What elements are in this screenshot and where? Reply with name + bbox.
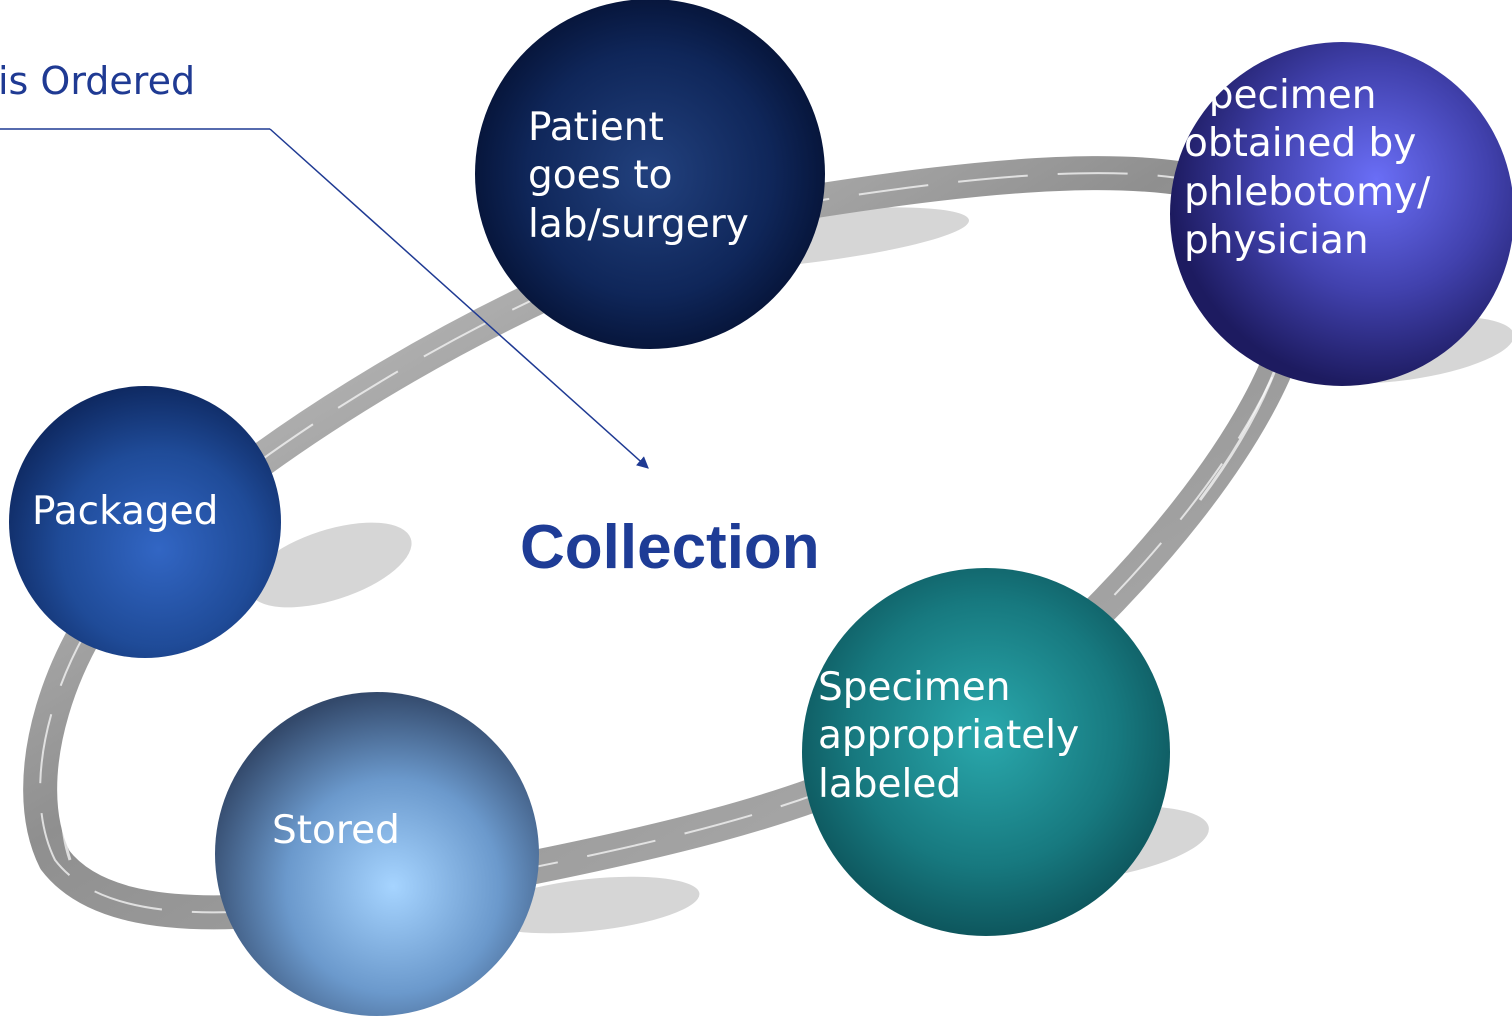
node-stored-circle [215, 692, 539, 1016]
ordered-connector [0, 128, 649, 469]
node-packaged-circle [9, 386, 281, 658]
test-ordered-label: is Ordered [0, 59, 196, 103]
node-packaged-label: Packaged [32, 489, 219, 534]
node-obtained-circle [1170, 42, 1512, 386]
node-patient-circle [475, 0, 825, 349]
node-labeled-label: Specimen appropriately labeled [818, 665, 1080, 807]
collection-title: Collection [520, 513, 820, 582]
node-obtained-label: Specimen obtained by phlebotomy/ physici… [1184, 73, 1431, 264]
node-patient-label: Patient goes to lab/surgery [528, 105, 749, 247]
node-stored-label: Stored [272, 808, 400, 853]
node-labeled-circle [802, 568, 1170, 936]
